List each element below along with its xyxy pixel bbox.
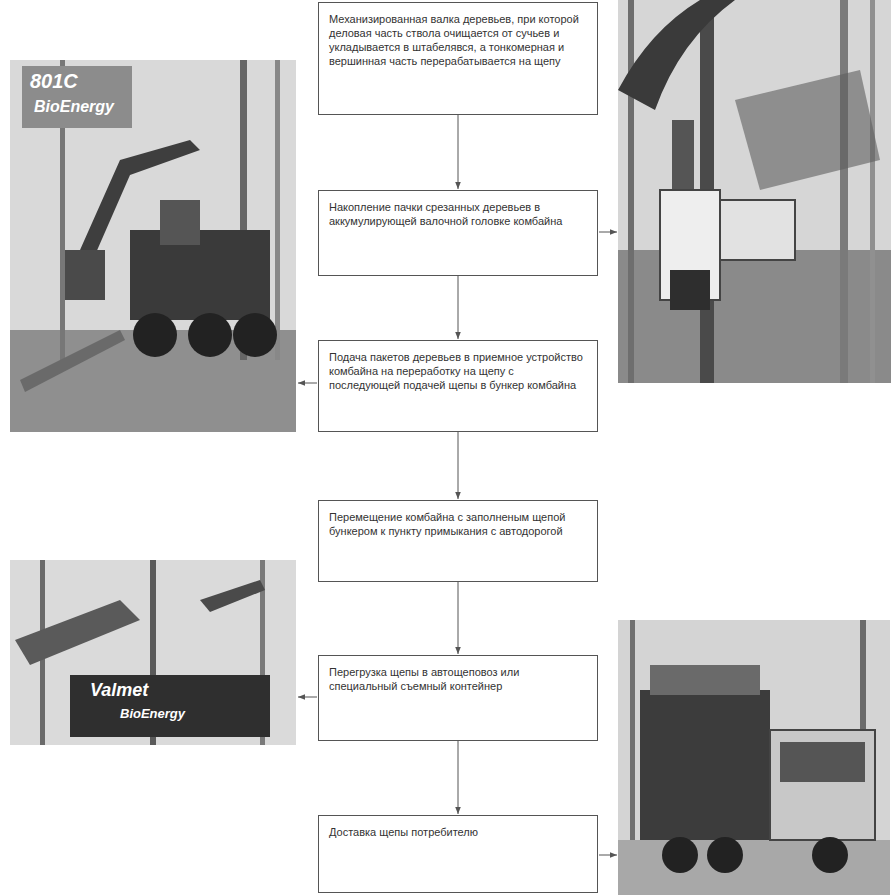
process-box: Перемещение комбайна с заполненым щепой … (318, 500, 598, 582)
harvester-head-photo (618, 0, 891, 383)
chip-container (70, 675, 270, 737)
photo-undergrowth (618, 250, 891, 383)
leader-arrow (298, 697, 317, 698)
leader-arrow (298, 383, 317, 384)
raised-bunker (15, 600, 140, 665)
box-text: Подача пакетов деревьев в приемное устро… (329, 350, 587, 392)
chip-container (640, 690, 770, 840)
photo-ground (618, 620, 890, 895)
process-box: Механизированная валка деревьев, при кот… (318, 2, 598, 115)
box-text: Перемещение комбайна с заполненым щепой … (329, 510, 587, 538)
tree-crown (735, 70, 880, 190)
tree-trunk (630, 620, 635, 840)
felling-head-arm (720, 200, 795, 260)
felling-head (65, 250, 105, 300)
truck-cab (770, 730, 875, 840)
flow-arrow (458, 276, 459, 339)
flow-arrow (458, 582, 459, 654)
leader-arrow (599, 855, 617, 856)
flow-arrow (458, 741, 459, 814)
wheel (707, 837, 743, 873)
cabin (160, 200, 200, 245)
photo-ground (10, 560, 296, 745)
process-box: Накопление пачки срезанных деревьев в ак… (318, 190, 598, 276)
tree-trunk (870, 0, 875, 383)
photo-lettering: Valmet (90, 680, 148, 701)
felling-head-saw (670, 270, 710, 310)
chipper-harvester-photo (10, 60, 296, 432)
photo-sky-patch (22, 66, 132, 128)
wheel (812, 837, 848, 873)
road (618, 840, 890, 895)
wheel (233, 313, 277, 357)
bunker-unloading-photo (10, 560, 296, 745)
process-box: Перегрузка щепы в автощеповоз или специа… (318, 655, 598, 741)
wheel (133, 313, 177, 357)
crane-arm (618, 0, 735, 110)
chip-truck-photo (618, 620, 890, 895)
leader-arrow (599, 232, 617, 233)
flow-arrow (458, 115, 459, 189)
truck-window (780, 742, 865, 782)
chip-cover (650, 665, 760, 695)
photo-lettering: BioEnergy (120, 706, 185, 721)
crane-link (672, 120, 694, 200)
flow-arrow (458, 432, 459, 499)
crane-arm (200, 580, 265, 612)
process-box: Доставка щепы потребителю (318, 815, 598, 893)
wheel (662, 837, 698, 873)
photo-lettering: BioEnergy (34, 98, 114, 116)
wheel (188, 313, 232, 357)
tree-trunk (840, 0, 848, 383)
photo-ground (10, 60, 296, 432)
box-text: Доставка щепы потребителю (329, 825, 587, 839)
box-text: Механизированная валка деревьев, при кот… (329, 12, 587, 68)
process-box: Подача пакетов деревьев в приемное устро… (318, 340, 598, 432)
box-text: Перегрузка щепы в автощеповоз или специа… (329, 665, 587, 693)
tree-bundle (20, 330, 125, 392)
photo-lettering: 801C (30, 70, 78, 93)
tree-trunk (275, 60, 280, 360)
photo-ground (618, 0, 891, 383)
box-text: Накопление пачки срезанных деревьев в ак… (329, 200, 587, 228)
tree-trunk (628, 0, 634, 383)
